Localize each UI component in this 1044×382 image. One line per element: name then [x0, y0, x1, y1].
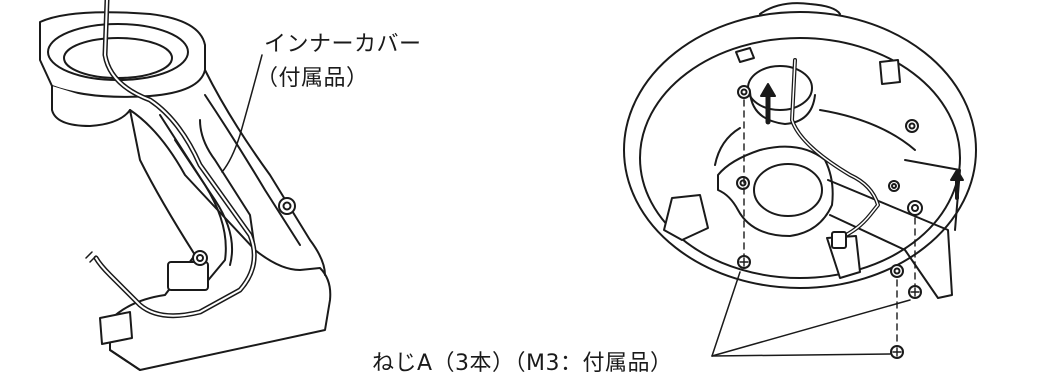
screw-icon: [890, 345, 904, 359]
screw-label: ねじA（3本）（M3：付属品）: [372, 351, 673, 376]
inner-cover-note: （付属品）: [256, 66, 369, 91]
inner-cover-leader: [221, 54, 263, 173]
screw-icon: [737, 255, 751, 269]
screw-icon: [908, 285, 922, 299]
camera-base-illustration: [623, 2, 977, 359]
inner-cover-label: インナーカバー: [264, 32, 422, 57]
screw-leaders: [711, 271, 911, 357]
inner-cover-illustration: [39, 0, 332, 371]
